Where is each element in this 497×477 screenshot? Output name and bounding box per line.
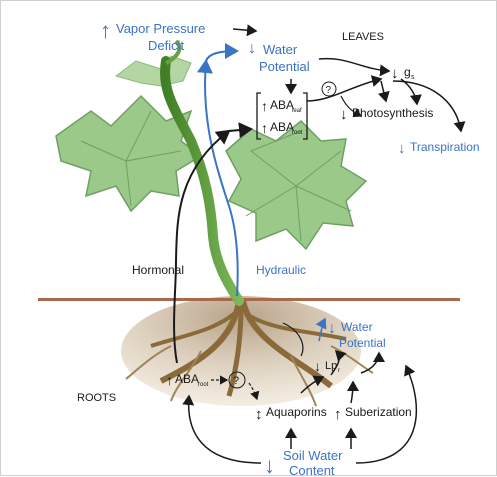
suberization-label: Suberization (345, 405, 412, 419)
hormonal-label: Hormonal (132, 263, 184, 277)
leaf-water-potential-line1: Water (263, 42, 298, 57)
question-mark: ? (233, 375, 239, 387)
vpd-label-line1: Vapor Pressure (116, 21, 205, 36)
aba-leaf-label: ABA (270, 98, 294, 112)
root-water-potential-line1: Water (341, 320, 373, 334)
down-arrow-icon: ↓ (328, 320, 336, 337)
gs-subscript: s (411, 74, 415, 81)
up-arrow-icon: ↑ (166, 372, 173, 388)
down-arrow-icon: ↓ (391, 65, 399, 82)
leaves-heading: LEAVES (342, 31, 384, 43)
up-arrow-icon: ↑ (100, 18, 111, 43)
hydraulic-label: Hydraulic (256, 263, 306, 277)
down-arrow-icon: ↓ (264, 453, 275, 477)
transpiration-label: Transpiration (410, 140, 480, 154)
soil-water-content-line1: Soil Water (283, 448, 343, 463)
soil-surface-line (38, 298, 460, 301)
updown-arrow-icon: ↕ (255, 406, 263, 423)
aba-root-subscript: root (292, 130, 303, 136)
roots-heading: ROOTS (77, 392, 116, 404)
leaf-top (116, 56, 191, 86)
question-mark: ? (326, 85, 332, 96)
down-arrow-icon: ↓ (314, 358, 321, 374)
lpr-subscript: r (338, 368, 340, 374)
aba-roots-label: ABA (175, 372, 199, 386)
aquaporins-label: Aquaporins (266, 405, 327, 419)
up-arrow-icon: ↑ (261, 98, 268, 114)
up-arrow-icon: ↑ (334, 406, 342, 423)
leaf-right (226, 121, 366, 249)
roots-illustration (121, 296, 373, 406)
down-arrow-icon: ↓ (398, 140, 406, 157)
leaf-water-potential-line2: Potential (259, 59, 310, 74)
vpd-label-line2: Deficit (148, 38, 185, 53)
down-arrow-icon: ↓ (340, 106, 348, 123)
aba-roots-subscript: root (198, 382, 209, 388)
lpr-label: Lp (325, 360, 337, 372)
aba-root-label: ABA (270, 120, 294, 134)
down-arrow-icon: ↓ (248, 40, 256, 57)
soil-water-content-line2: Content (289, 463, 335, 477)
gs-label: g (404, 65, 411, 79)
aba-leaf-subscript: leaf (292, 108, 302, 114)
photosynthesis-label: Photosynthesis (352, 106, 433, 120)
root-water-potential-line2: Potential (339, 336, 386, 350)
up-arrow-icon: ↑ (261, 120, 268, 136)
